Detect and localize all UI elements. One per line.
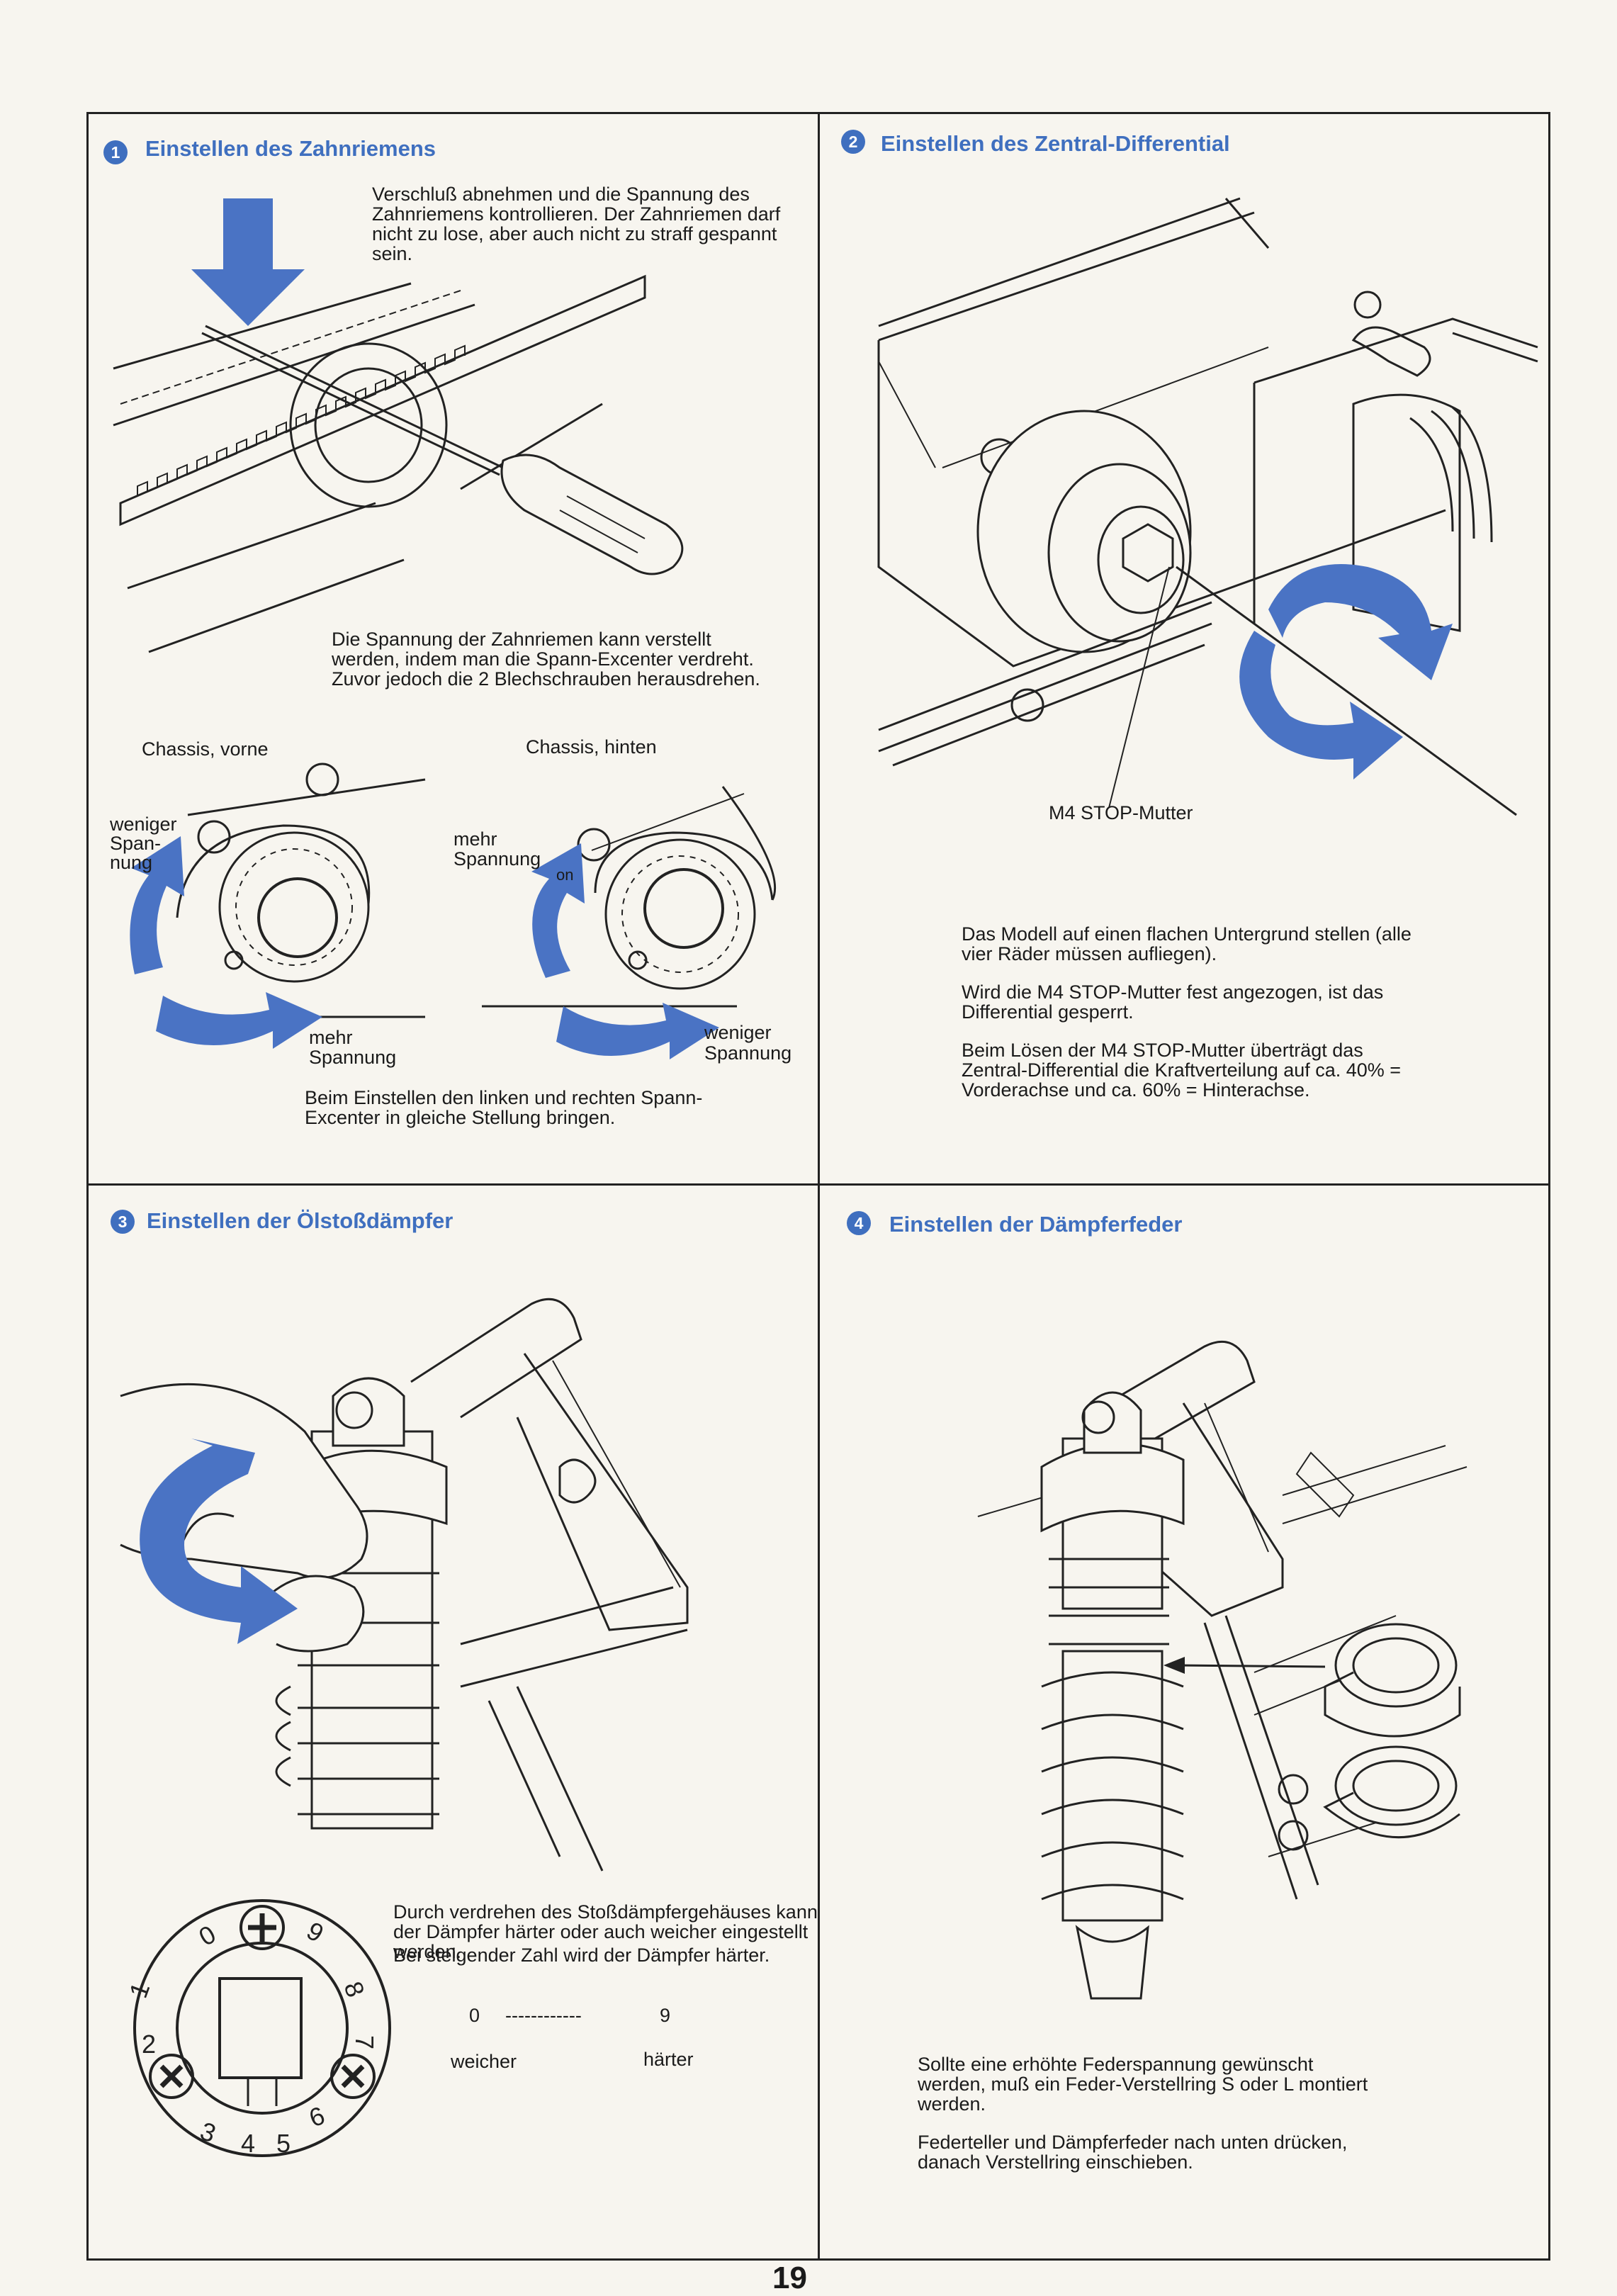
oil-damper-illustration (120, 1298, 689, 1872)
section-2-para-2: Wird die M4 STOP-Mutter fest angezogen, … (962, 981, 1384, 1023)
section-2-body: Das Modell auf einen flachen Untergrund … (962, 924, 1429, 1118)
column-divider (818, 112, 820, 2261)
rotate-clockwise-icon (1268, 564, 1453, 680)
label-weniger-right: weniger Spannung (704, 1022, 792, 1064)
label-harder: härter (643, 2049, 694, 2070)
section-1-number: 1 (103, 140, 128, 164)
eccentric-rear-illustration (482, 786, 777, 1059)
label-on: on (556, 866, 574, 884)
belt-screwdriver-illustration (113, 198, 684, 653)
arrow-up-left-icon-2 (531, 843, 585, 978)
center-differential-illustration (877, 197, 1538, 816)
rotate-damper-icon (140, 1439, 298, 1644)
section-3-text-2: Bei steigender Zahl wird der Dämpfer här… (393, 1945, 770, 1966)
eccentric-front-illustration (130, 762, 426, 1049)
section-3-title: Einstellen der Ölstoßdämpfer (147, 1208, 453, 1233)
scale-min: 0 (469, 2005, 480, 2026)
spring-ring-s-icon (1324, 1623, 1461, 1738)
section-4-title: Einstellen der Dämpferfeder (889, 1212, 1183, 1237)
section-3-text: Durch verdrehen des Stoßdämpfergehäuses … (393, 1901, 818, 1962)
arrow-right-icon (156, 992, 322, 1049)
screw-icon-3 (330, 2054, 376, 2099)
dial-number-7: 7 (350, 2035, 379, 2049)
row-divider (86, 1183, 1550, 1186)
section-3-number: 3 (111, 1210, 135, 1234)
section-2-para-3: Beim Lösen der M4 STOP-Mutter überträgt … (962, 1040, 1402, 1101)
arrow-left-icon (1164, 1657, 1185, 1674)
section-4-para-1: Sollte eine erhöhte Federspannung gewüns… (918, 2054, 1368, 2115)
label-softer: weicher (451, 2051, 517, 2072)
section-2-para-1: Das Modell auf einen flachen Untergrund … (962, 923, 1412, 964)
label-mehr-left: mehr Spannung (309, 1027, 397, 1068)
page-number: 19 (772, 2261, 807, 2295)
section-4-body: Sollte eine erhöhte Federspannung gewüns… (918, 2054, 1371, 2190)
arrow-up-left-icon (130, 836, 184, 974)
section-1-text-bottom: Beim Einstellen den linken und rechten S… (305, 1087, 703, 1128)
label-weniger-left: weniger Span- nung (110, 814, 177, 873)
callout-m4-stop-nut: M4 STOP-Mutter (1049, 802, 1193, 823)
screw-icon (240, 1905, 285, 1950)
scale-max: 9 (660, 2005, 671, 2026)
section-4-para-2: Federteller und Dämpferfeder nach unten … (918, 2132, 1348, 2173)
dial-number-4: 4 (241, 2129, 255, 2158)
section-4-number: 4 (847, 1211, 871, 1235)
screw-icon-2 (149, 2054, 194, 2099)
label-chassis-rear: Chassis, hinten (526, 736, 657, 758)
arrow-right-icon-2 (556, 1003, 719, 1059)
rotate-counterclockwise-icon (1239, 631, 1403, 780)
down-arrow-icon (191, 198, 305, 326)
damper-dial-illustration: 0 9 8 7 6 5 4 3 2 1 (123, 1899, 391, 2158)
damper-spring-illustration (977, 1340, 1467, 2000)
section-1-text-top: Verschluß abnehmen und die Spannung des … (372, 184, 781, 264)
dial-number-2: 2 (142, 2030, 156, 2059)
section-2-title: Einstellen des Zentral-Differential (881, 131, 1230, 156)
label-chassis-front: Chassis, vorne (142, 738, 269, 760)
dial-number-5: 5 (276, 2129, 291, 2158)
section-1-text-mid: Die Spannung der Zahnriemen kann verstel… (332, 629, 760, 690)
scale-dashes: ------------ (505, 2005, 582, 2026)
section-1-title: Einstellen des Zahnriemens (145, 136, 436, 161)
spring-ring-l-icon (1323, 1745, 1460, 1839)
label-mehr-right: mehr Spannung (453, 828, 541, 870)
section-2-number: 2 (841, 130, 865, 154)
